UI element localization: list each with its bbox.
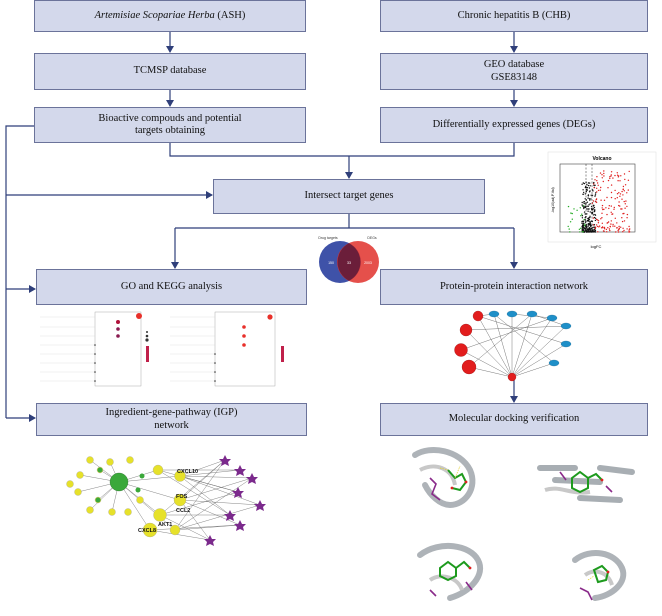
docking-label: Molecular docking verification: [448, 413, 580, 425]
degs-box: Differentially expressed genes (DEGs): [380, 107, 648, 143]
ash-box: Artemisiae Scopariae Herba (ASH): [34, 0, 306, 32]
merge-line: [169, 143, 515, 157]
geo-box: GEO database GSE83148: [380, 53, 648, 90]
bioactive-box: Bioactive compouds and potential targets…: [34, 107, 306, 143]
tcmsp-label: TCMSP database: [133, 65, 207, 77]
igp-line1: Ingredient-gene-pathway (IGP): [105, 407, 238, 419]
intersect-label: Intersect target genes: [304, 190, 394, 202]
igp-line2: network: [154, 419, 189, 431]
ppi-box: Protein-protein interaction network: [380, 269, 648, 305]
geo-line2: GSE83148: [490, 71, 538, 83]
ash-suffix-text: (ASH): [214, 9, 246, 21]
geo-line1: GEO database: [483, 59, 545, 71]
tcmsp-box: TCMSP database: [34, 53, 306, 90]
docking-box: Molecular docking verification: [380, 403, 648, 436]
chb-box: Chronic hepatitis B (CHB): [380, 0, 648, 32]
ash-italic-text: Artemisiae Scopariae Herba: [94, 9, 215, 21]
left-bracket-line: [5, 125, 34, 418]
gokegg-label: GO and KEGG analysis: [120, 280, 223, 292]
ppi-label: Protein-protein interaction network: [439, 280, 589, 292]
bioactive-line1: Bioactive compouds and potential: [98, 112, 242, 124]
intersect-box: Intersect target genes: [213, 179, 485, 214]
degs-label: Differentially expressed genes (DEGs): [432, 118, 596, 130]
gokegg-box: GO and KEGG analysis: [36, 269, 307, 305]
igp-box: Ingredient-gene-pathway (IGP) network: [36, 403, 307, 436]
bioactive-line2: targets obtaining: [134, 125, 206, 136]
chb-label: Chronic hepatitis B (CHB): [457, 9, 571, 21]
